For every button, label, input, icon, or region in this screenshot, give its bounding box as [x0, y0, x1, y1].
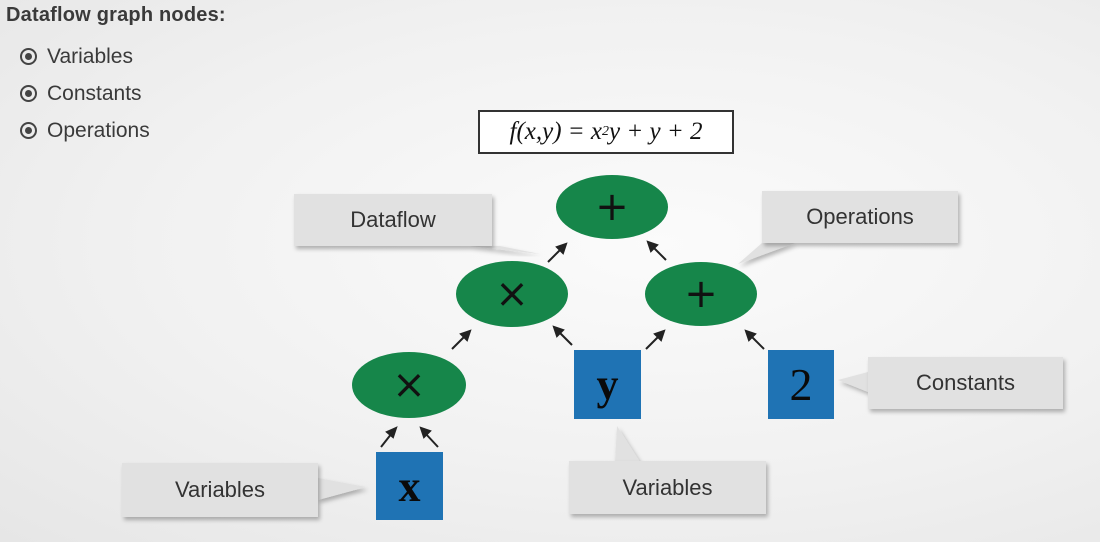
radio-bullet-icon	[20, 85, 37, 102]
callout-variables-bottom: Variables	[569, 461, 766, 514]
op-symbol: ×	[392, 362, 426, 408]
edge-arrow	[424, 432, 439, 448]
formula-rhs: y + y + 2	[609, 118, 703, 145]
callout-label: Constants	[915, 370, 1016, 395]
formula-lhs: f(x,y) = x	[509, 118, 603, 145]
callout-tail-dataflow	[470, 246, 540, 254]
page-title: Dataflow graph nodes:	[6, 4, 226, 26]
callout-tail-constants	[838, 372, 868, 392]
node-label: x	[398, 461, 421, 511]
callout-variables-left: Variables	[122, 463, 318, 517]
bullet-list: Variables Constants Operations	[20, 38, 150, 149]
op-symbol: +	[595, 184, 629, 230]
op-node-multiply-lower: ×	[352, 352, 466, 418]
callout-dataflow: Dataflow	[294, 194, 492, 246]
callout-label: Operations	[806, 204, 914, 229]
bullet-label: Variables	[47, 44, 133, 68]
callout-label: Dataflow	[350, 207, 436, 232]
op-node-add-right: +	[645, 262, 757, 326]
node-label: y	[596, 360, 619, 409]
bullet-item-operations: Operations	[20, 112, 150, 149]
callout-tail-operations	[738, 243, 795, 264]
bullet-item-variables: Variables	[20, 38, 150, 75]
bullet-label: Operations	[47, 118, 150, 142]
constant-node-2: 2	[768, 350, 834, 419]
op-node-multiply-upper: ×	[456, 261, 568, 327]
bullet-item-constants: Constants	[20, 75, 150, 112]
callout-label: Variables	[174, 477, 266, 502]
variable-node-x: x	[376, 452, 443, 520]
formula-exponent: 2	[602, 124, 610, 139]
node-label: 2	[789, 359, 813, 410]
op-symbol: ×	[495, 271, 529, 317]
op-node-root-add: +	[556, 175, 668, 239]
callout-tail-variables-left	[318, 478, 366, 500]
variable-node-y: y	[574, 350, 641, 419]
callout-constants: Constants	[868, 357, 1063, 409]
radio-bullet-icon	[20, 48, 37, 65]
callout-operations: Operations	[762, 191, 958, 243]
callout-label: Variables	[622, 474, 713, 500]
op-symbol: +	[684, 271, 718, 317]
callout-tail-variables-bottom	[615, 426, 640, 462]
radio-bullet-icon	[20, 122, 37, 139]
bullet-label: Constants	[47, 81, 142, 105]
